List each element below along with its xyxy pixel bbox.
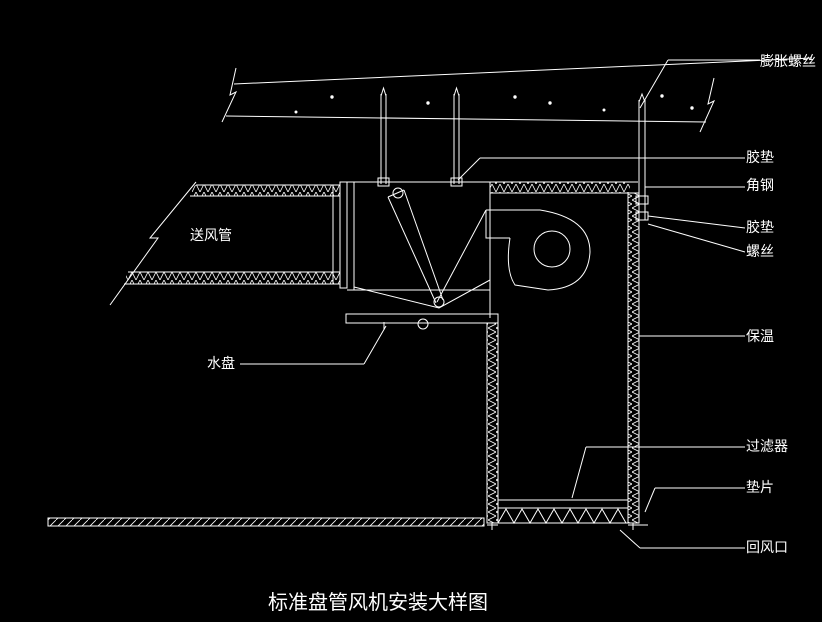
supply-duct [109, 181, 348, 306]
ceiling-slab [221, 57, 813, 133]
label-drip-pan: 水盘 [207, 355, 235, 372]
drawing-title: 标准盘管风机安装大样图 [268, 590, 488, 614]
label-filter: 过滤器 [746, 439, 788, 455]
fan-coil-unit [347, 181, 638, 318]
label-rubber-pad-top: 胶垫 [746, 149, 774, 166]
label-gasket: 垫片 [746, 480, 774, 496]
leader-lines [240, 59, 760, 549]
label-angle-steel: 角钢 [746, 178, 774, 194]
label-rubber-pad-bottom: 胶垫 [746, 219, 774, 236]
label-bolt: 螺丝 [746, 244, 774, 260]
ceiling-board [47, 517, 485, 527]
label-return-air-inlet: 回风口 [746, 540, 788, 556]
drip-pan [345, 313, 499, 330]
return-plenum [486, 182, 648, 530]
label-insulation: 保温 [746, 329, 774, 345]
label-supply-duct: 送风管 [190, 228, 232, 244]
label-expansion-bolt: 膨胀螺丝 [760, 53, 816, 70]
hanger-rods [377, 86, 649, 221]
